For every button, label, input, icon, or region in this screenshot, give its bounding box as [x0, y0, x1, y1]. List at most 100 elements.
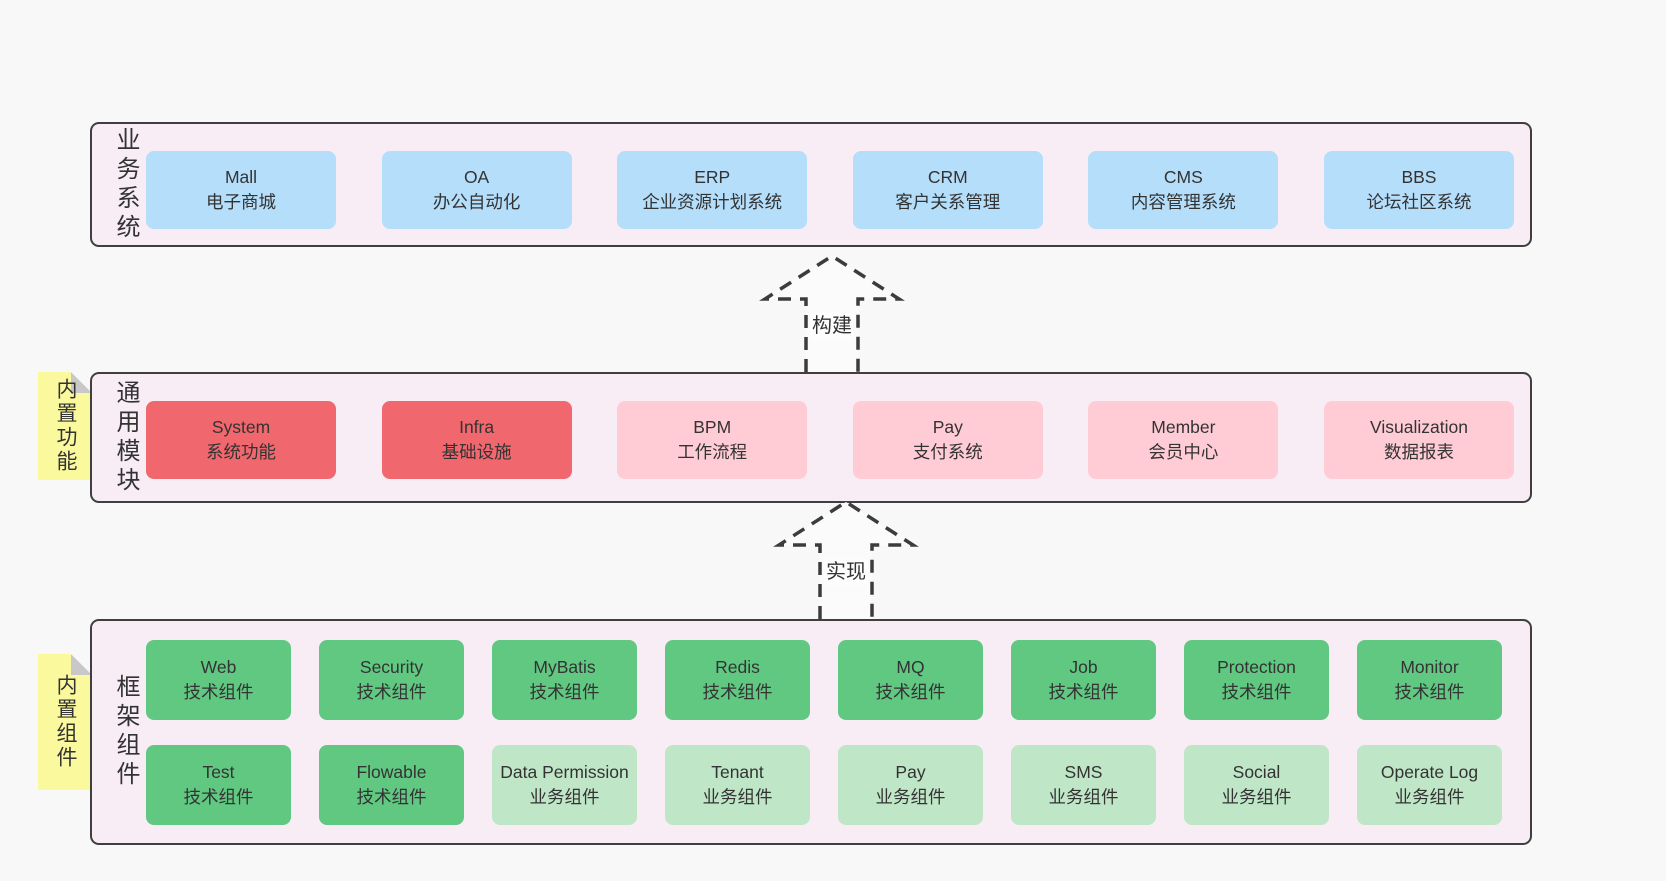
node-subtitle: 数据报表 — [1383, 442, 1454, 462]
node-subtitle: 技术组件 — [356, 787, 427, 807]
node-subtitle: 技术组件 — [702, 682, 773, 702]
node-subtitle: 客户关系管理 — [895, 192, 1001, 212]
node-test: Test 技术组件 — [146, 745, 291, 825]
node-mybatis: MyBatis 技术组件 — [492, 640, 637, 720]
node-subtitle: 技术组件 — [875, 682, 946, 702]
arrow-build: 构建 — [752, 252, 912, 372]
node-title: Protection — [1217, 657, 1296, 677]
node-mall: Mall 电子商城 — [146, 151, 336, 229]
node-web: Web 技术组件 — [146, 640, 291, 720]
node-job: Job 技术组件 — [1011, 640, 1156, 720]
node-subtitle: 业务组件 — [702, 787, 773, 807]
arrow-label: 实现 — [824, 559, 868, 585]
node-member: Member 会员中心 — [1088, 401, 1279, 479]
note-text: 内置组件 — [54, 674, 77, 770]
node-subtitle: 会员中心 — [1148, 442, 1219, 462]
module-boxes-row: System 系统功能 Infra 基础设施 BPM 工作流程 Pay 支付系统… — [146, 401, 1514, 479]
node-title: Visualization — [1370, 417, 1468, 437]
node-subtitle: 电子商城 — [206, 192, 276, 212]
node-mq: MQ 技术组件 — [838, 640, 983, 720]
node-title: SMS — [1064, 762, 1103, 782]
node-title: Monitor — [1400, 657, 1459, 677]
node-subtitle: 内容管理系统 — [1130, 192, 1236, 212]
node-monitor: Monitor 技术组件 — [1357, 640, 1502, 720]
node-visualization: Visualization 数据报表 — [1323, 401, 1514, 479]
node-title: Security — [359, 657, 424, 677]
node-title: Member — [1151, 417, 1216, 437]
node-bbs: BBS 论坛社区系统 — [1323, 151, 1514, 229]
node-crm: CRM 客户关系管理 — [852, 151, 1043, 229]
node-flowable: Flowable 技术组件 — [319, 745, 464, 825]
node-bpm: BPM 工作流程 — [617, 401, 808, 479]
node-title: MyBatis — [533, 657, 596, 677]
node-oa: OA 办公自动化 — [381, 151, 572, 229]
note-built-in-components: 内置组件 — [38, 654, 92, 790]
node-title: ERP — [694, 167, 731, 187]
node-title: Web — [200, 657, 237, 677]
node-subtitle: 企业资源计划系统 — [642, 192, 783, 212]
node-tenant: Tenant 业务组件 — [665, 745, 810, 825]
node-title: Social — [1232, 762, 1281, 782]
node-subtitle: 系统功能 — [206, 442, 276, 462]
node-system: System 系统功能 — [146, 401, 336, 479]
note-text: 内置功能 — [54, 378, 77, 474]
layer-framework-components: 框架组件 Web 技术组件 Security 技术组件 MyBatis 技术组件… — [90, 619, 1532, 845]
layer-side-label: 框架组件 — [112, 674, 139, 790]
component-boxes-grid: Web 技术组件 Security 技术组件 MyBatis 技术组件 Redi… — [146, 640, 1502, 825]
node-title: Pay — [932, 417, 963, 437]
up-arrow-shape — [759, 253, 905, 372]
node-subtitle: 技术组件 — [1048, 682, 1119, 702]
node-subtitle: 论坛社区系统 — [1366, 192, 1472, 212]
node-subtitle: 业务组件 — [529, 787, 600, 807]
node-title: Data Permission — [500, 762, 629, 782]
node-subtitle: 技术组件 — [183, 787, 254, 807]
node-sms: SMS 业务组件 — [1011, 745, 1156, 825]
node-social: Social 业务组件 — [1184, 745, 1329, 825]
node-title: MQ — [896, 657, 925, 677]
node-pay: Pay 支付系统 — [852, 401, 1043, 479]
node-title: Operate Log — [1380, 762, 1479, 782]
note-built-in-features: 内置功能 — [38, 372, 92, 480]
node-pay-biz: Pay 业务组件 — [838, 745, 983, 825]
node-title: BBS — [1401, 167, 1437, 187]
node-title: Pay — [895, 762, 926, 782]
node-data-permission: Data Permission 业务组件 — [492, 745, 637, 825]
node-subtitle: 办公自动化 — [432, 192, 521, 212]
layer-business-systems: 业务系统 Mall 电子商城 OA 办公自动化 ERP 企业资源计划系统 CRM… — [90, 122, 1532, 247]
node-title: Redis — [715, 657, 760, 677]
node-security: Security 技术组件 — [319, 640, 464, 720]
node-subtitle: 技术组件 — [1394, 682, 1465, 702]
node-title: BPM — [693, 417, 732, 437]
node-subtitle: 业务组件 — [1394, 787, 1465, 807]
arrow-label: 构建 — [810, 313, 854, 339]
node-title: Infra — [459, 417, 495, 437]
node-title: Test — [202, 762, 235, 782]
node-title: Flowable — [356, 762, 427, 782]
node-subtitle: 技术组件 — [529, 682, 600, 702]
node-subtitle: 基础设施 — [441, 442, 512, 462]
node-subtitle: 技术组件 — [183, 682, 254, 702]
layer-side-label: 通用模块 — [112, 379, 139, 496]
node-protection: Protection 技术组件 — [1184, 640, 1329, 720]
node-subtitle: 工作流程 — [677, 442, 748, 462]
node-erp: ERP 企业资源计划系统 — [617, 151, 808, 229]
node-subtitle: 业务组件 — [1048, 787, 1119, 807]
arrow-implement: 实现 — [766, 498, 926, 619]
node-subtitle: 技术组件 — [1221, 682, 1292, 702]
node-title: Job — [1069, 657, 1098, 677]
node-title: OA — [463, 167, 490, 187]
node-title: Tenant — [711, 762, 764, 782]
node-redis: Redis 技术组件 — [665, 640, 810, 720]
node-subtitle: 支付系统 — [912, 442, 983, 462]
business-boxes-row: Mall 电子商城 OA 办公自动化 ERP 企业资源计划系统 CRM 客户关系… — [146, 151, 1514, 229]
node-subtitle: 业务组件 — [875, 787, 946, 807]
node-title: CMS — [1163, 167, 1203, 187]
node-infra: Infra 基础设施 — [381, 401, 572, 479]
layer-side-label: 业务系统 — [112, 126, 139, 243]
node-subtitle: 业务组件 — [1221, 787, 1292, 807]
node-title: CRM — [927, 167, 968, 187]
layer-common-modules: 通用模块 System 系统功能 Infra 基础设施 BPM 工作流程 Pay… — [90, 372, 1532, 503]
node-cms: CMS 内容管理系统 — [1088, 151, 1279, 229]
node-subtitle: 技术组件 — [356, 682, 427, 702]
